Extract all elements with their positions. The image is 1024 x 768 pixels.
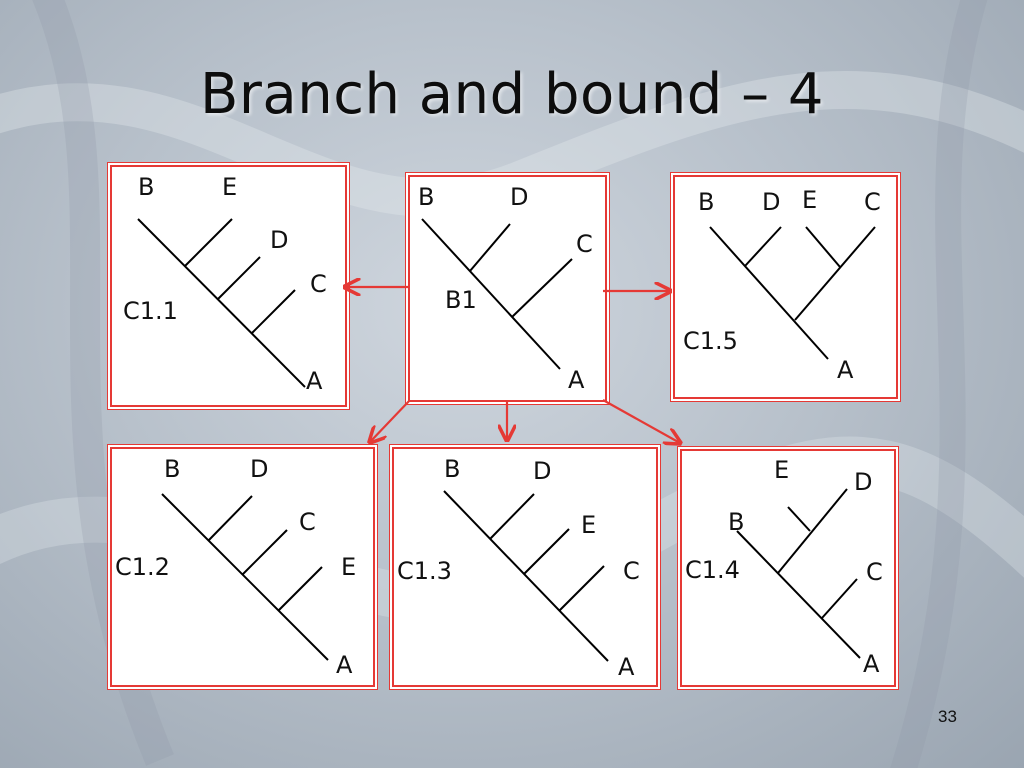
leaf-label: E <box>802 186 817 214</box>
leaf-label: C <box>866 558 883 586</box>
leaf-label: E <box>341 553 356 581</box>
leaf-label: C <box>310 270 327 298</box>
tree-name-label: C1.1 <box>123 297 178 325</box>
tree-trunk <box>443 490 609 662</box>
tree-branch <box>207 495 253 542</box>
leaf-label: B <box>728 508 744 536</box>
tree-name-label: C1.4 <box>685 556 740 584</box>
leaf-label: D <box>510 183 528 211</box>
tree-c1-2: B D C E A C1.2 <box>115 455 356 679</box>
leaf-label: D <box>270 226 288 254</box>
tree-box-c1-2: B D C E A C1.2 <box>110 447 375 687</box>
tree-branch <box>777 488 848 574</box>
tree-branch <box>744 226 782 267</box>
tree-c1-1: B E D C A C1.1 <box>123 173 327 395</box>
tree-trunk <box>161 493 329 661</box>
tree-box-c1-5: B D E C A C1.5 <box>673 175 898 399</box>
leaf-label: A <box>837 356 854 384</box>
page-number: 33 <box>938 707 957 726</box>
leaf-label: A <box>306 367 323 395</box>
tree-branch <box>217 256 261 300</box>
leaf-label: A <box>568 366 585 394</box>
tree-c1-3: B D E C A C1.3 <box>397 455 640 681</box>
tree-branch <box>184 218 233 267</box>
leaf-label: A <box>618 653 635 681</box>
tree-branch <box>523 528 570 575</box>
tree-name-label: B1 <box>445 286 477 314</box>
tree-box-c1-1: B E D C A C1.1 <box>110 165 347 407</box>
tree-b1: B D C A B1 <box>418 183 593 394</box>
tree-trunk <box>137 218 306 388</box>
tree-branch <box>805 226 841 268</box>
tree-branch <box>489 493 535 540</box>
leaf-label: D <box>762 188 780 216</box>
leaf-label: D <box>250 455 268 483</box>
leaf-label: B <box>418 183 434 211</box>
tree-trunk <box>736 530 861 659</box>
tree-branch <box>251 289 296 334</box>
leaf-label: B <box>138 173 154 201</box>
tree-name-label: C1.5 <box>683 327 738 355</box>
tree-box-c1-3: B D E C A C1.3 <box>392 447 658 687</box>
slide-title: Branch and bound – 4 <box>199 62 825 127</box>
tree-trunk <box>709 226 829 360</box>
tree-c1-5: B D E C A C1.5 <box>683 186 881 384</box>
leaf-label: D <box>854 468 872 496</box>
leaf-label: C <box>623 557 640 585</box>
tree-c1-4: E D B C A C1.4 <box>685 456 883 678</box>
tree-branch <box>277 566 323 612</box>
tree-branch <box>558 565 605 612</box>
tree-branch <box>241 529 288 576</box>
leaf-label: B <box>164 455 180 483</box>
leaf-label: C <box>864 188 881 216</box>
tree-trunk <box>421 218 561 370</box>
leaf-label: C <box>576 230 593 258</box>
tree-branch <box>787 506 811 532</box>
leaf-label: C <box>299 508 316 536</box>
tree-branch <box>511 258 573 318</box>
tree-branch <box>469 223 511 272</box>
arrow-b1-to-c1-4 <box>602 399 680 443</box>
tree-branch <box>821 578 858 619</box>
leaf-label: D <box>533 457 551 485</box>
leaf-label: E <box>581 511 596 539</box>
tree-name-label: C1.3 <box>397 557 452 585</box>
leaf-label: B <box>698 188 714 216</box>
arrow-b1-to-c1-2 <box>370 399 411 442</box>
leaf-label: A <box>336 651 353 679</box>
tree-branch <box>794 226 876 321</box>
leaf-label: A <box>863 650 880 678</box>
leaf-label: E <box>222 173 237 201</box>
tree-box-c1-4: E D B C A C1.4 <box>680 449 896 687</box>
leaf-label: B <box>444 455 460 483</box>
leaf-label: E <box>774 456 789 484</box>
tree-name-label: C1.2 <box>115 553 170 581</box>
